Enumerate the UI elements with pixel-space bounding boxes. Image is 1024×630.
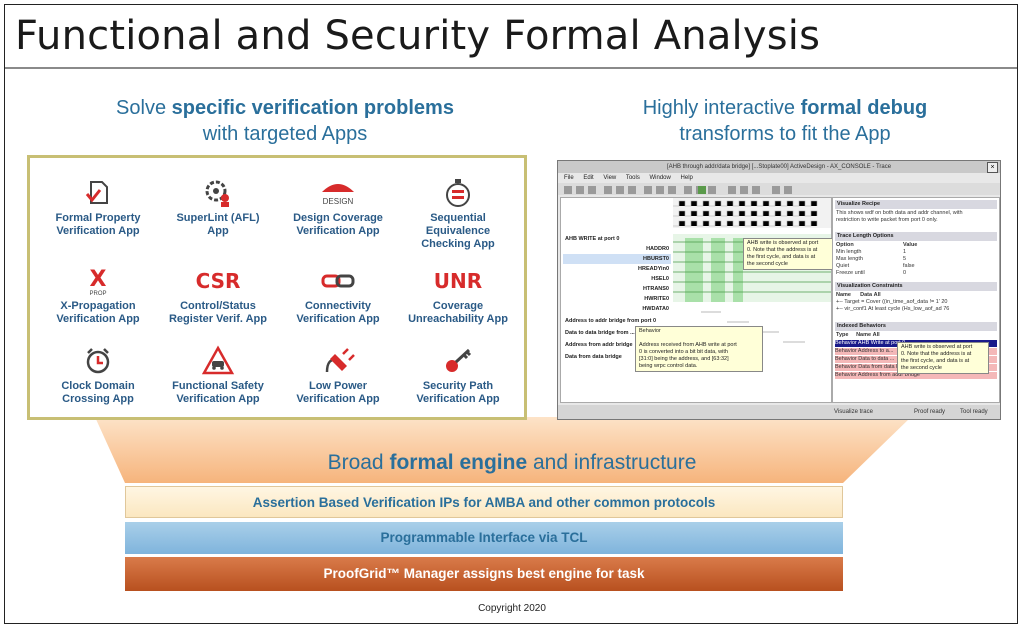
- copyright: Copyright 2020: [478, 603, 546, 614]
- warning-car-icon: [201, 345, 235, 375]
- panel-header: Visualization Constraints: [835, 282, 997, 291]
- signal-group[interactable]: Address from addr bridge: [565, 342, 633, 348]
- panel-table: Name Data All +-- Target = Cover ((in_ti…: [836, 292, 950, 312]
- power-plug-icon: [325, 348, 355, 373]
- debug-heading: Highly interactive formal debug transfor…: [642, 97, 928, 145]
- signal-name[interactable]: HWDATA0: [642, 306, 669, 312]
- signal-name[interactable]: HWRITE0: [644, 296, 669, 302]
- layer-vip: Assertion Based Verification IPs for AMB…: [125, 486, 843, 518]
- x-prop-icon: X PROP: [89, 267, 107, 297]
- signal-group[interactable]: Data to data bridge from ...: [565, 330, 635, 336]
- title-divider: [5, 67, 1017, 69]
- menu-window[interactable]: Window: [649, 175, 671, 181]
- document-check-icon: [85, 181, 108, 204]
- unr-icon: UNR: [433, 269, 483, 293]
- signal-group[interactable]: AHB WRITE at port 0: [565, 236, 620, 242]
- equivalence-icon: [446, 179, 470, 207]
- menu-edit[interactable]: Edit: [583, 175, 594, 181]
- close-icon[interactable]: ×: [987, 162, 998, 173]
- app-superlint[interactable]: SuperLint (AFL)App: [158, 176, 278, 238]
- debug-screenshot: [AHB through addr/data bridge] [...Stopl…: [557, 160, 1001, 420]
- panel-table: Type Name All: [836, 332, 880, 338]
- status-text: Proof ready: [914, 409, 946, 415]
- signal-name[interactable]: HREADYin0: [638, 266, 669, 272]
- signal-group[interactable]: Address to addr bridge from port 0: [565, 318, 657, 324]
- menu-view[interactable]: View: [603, 175, 617, 181]
- status-bar: Visualize trace Proof ready Tool ready: [558, 405, 1000, 419]
- signal-name[interactable]: HTRANS0: [643, 286, 669, 292]
- signal-name[interactable]: HBURST0: [563, 254, 671, 264]
- side-panels: Visualize Recipe This shows wdf on both …: [832, 197, 1000, 403]
- waveform-pane[interactable]: AHB WRITE at port 0 HADDR0 HBURST0 HREAD…: [560, 197, 835, 403]
- status-text: Tool ready: [960, 409, 988, 415]
- menu-tools[interactable]: Tools: [625, 175, 640, 181]
- svg-text:DESIGN: DESIGN: [323, 197, 354, 206]
- window-title-bar: [AHB through addr/data bridge] [...Stopl…: [558, 161, 1000, 173]
- key-icon: [446, 348, 472, 372]
- alarm-clock-icon: [86, 348, 110, 374]
- menu-bar: File Edit View Tools Window Help: [558, 173, 1000, 183]
- csr-icon: CSR: [195, 269, 241, 293]
- menu-help[interactable]: Help: [680, 175, 693, 181]
- behavior-row[interactable]: Behavior Address from addr bridge: [835, 372, 997, 379]
- signal-name[interactable]: HADDR0: [646, 246, 669, 252]
- signal-name[interactable]: HSEL0: [651, 276, 669, 282]
- signal-group[interactable]: Data from data bridge: [565, 354, 622, 360]
- slide-title: Functional and Security Formal Analysis: [15, 13, 821, 59]
- panel-header: Indexed Behaviors: [835, 322, 997, 331]
- panel-header: Trace Length Options: [835, 232, 997, 241]
- layer-tcl: Programmable Interface via TCL: [125, 522, 843, 554]
- toolbar-icons: [564, 186, 792, 194]
- chain-link-icon: [321, 274, 355, 288]
- svg-text:PROP: PROP: [89, 291, 106, 297]
- tooltip: Behavior Address received from AHB write…: [635, 326, 763, 372]
- apps-heading: Solve specific verification problems wit…: [116, 97, 454, 145]
- panel-text: This shows wdf on both data and addr cha…: [836, 210, 963, 223]
- app-label: SuperLint (AFL)App: [176, 212, 260, 237]
- funnel-shape: [95, 417, 911, 483]
- svg-text:X: X: [90, 267, 107, 292]
- panel-header: Visualize Recipe: [835, 200, 997, 209]
- gear-person-icon: [205, 180, 229, 207]
- status-text: Visualize trace: [834, 409, 873, 415]
- design-umbrella-icon: DESIGN: [322, 184, 354, 206]
- menu-file[interactable]: File: [564, 175, 574, 181]
- layer-proofgrid: ProofGrid™ Manager assigns best engine f…: [125, 557, 843, 591]
- slide: Functional and Security Formal Analysis …: [4, 4, 1018, 624]
- engine-heading: Broad formal engine and infrastructure: [327, 451, 697, 474]
- toolbar[interactable]: [558, 183, 1000, 195]
